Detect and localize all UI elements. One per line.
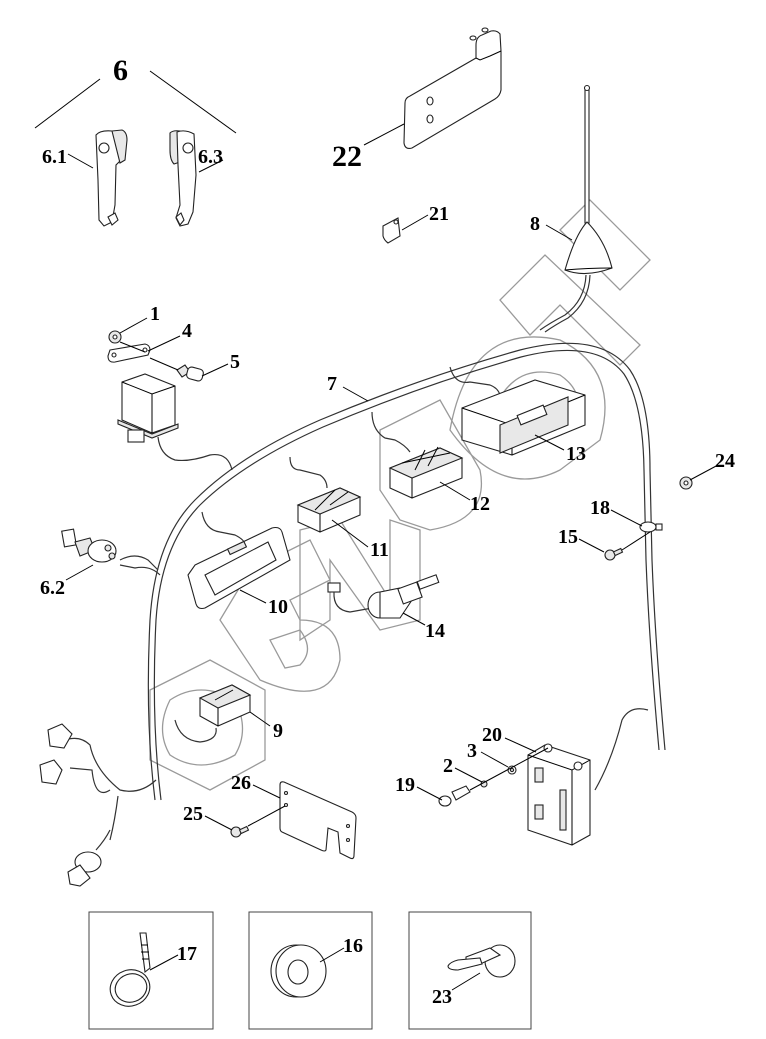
clip-21: 21: [382, 203, 449, 244]
bracket-26-group: 26 25: [183, 772, 357, 860]
callout-26: 26: [231, 772, 251, 794]
callout-6-1: 6.1: [42, 146, 67, 168]
callout-15: 15: [558, 526, 578, 548]
door-handles-group: 6 6.1 6.3: [34, 54, 237, 227]
antenna-8: 8: [530, 84, 613, 333]
callout-20: 20: [482, 724, 502, 746]
callout-11: 11: [370, 539, 389, 561]
inset-box-grommet: 16: [248, 911, 373, 1030]
switch-block-12: 12: [371, 411, 490, 515]
callout-10: 10: [268, 596, 288, 618]
sensor-14: 14: [327, 574, 445, 642]
radio-unit-13: 13: [449, 366, 586, 465]
fuse-box-group: 20 3 2 19: [395, 724, 591, 846]
relay-group: 1 4 5: [107, 303, 240, 471]
callout-6: 6: [113, 54, 128, 87]
callout-2: 2: [443, 755, 453, 777]
callout-18: 18: [590, 497, 610, 519]
callout-14: 14: [425, 620, 445, 642]
door-handle-left-icon: [95, 129, 128, 227]
ignition-lock-6-2: 6.2: [40, 528, 159, 599]
callout-3: 3: [467, 740, 477, 762]
left-connectors: [39, 723, 111, 887]
callout-13: 13: [566, 443, 586, 465]
callout-25: 25: [183, 803, 203, 825]
callout-5: 5: [230, 351, 240, 373]
bracket-22: 22: [332, 27, 502, 173]
callout-12: 12: [470, 493, 490, 515]
callout-1: 1: [150, 303, 160, 325]
callout-24: 24: [715, 450, 735, 472]
callout-6-3: 6.3: [198, 146, 223, 168]
callout-16: 16: [343, 935, 363, 957]
callout-8: 8: [530, 213, 540, 235]
wiring-harness-7: 7: [64, 342, 666, 841]
callout-4: 4: [182, 320, 192, 342]
callout-23: 23: [432, 986, 452, 1008]
callout-22: 22: [332, 140, 362, 173]
watermark: [149, 199, 651, 791]
callout-21: 21: [429, 203, 449, 225]
door-handle-right-icon: [169, 130, 197, 227]
callout-9: 9: [273, 720, 283, 742]
callout-6-2: 6.2: [40, 577, 65, 599]
switch-block-11: 11: [289, 456, 389, 561]
rocker-switch-9: 9: [174, 684, 283, 743]
fasteners-right: 24 18 15: [558, 450, 735, 561]
inset-box-cable-clip: 23: [408, 911, 532, 1030]
display-panel-10: 10: [187, 511, 291, 618]
callout-17: 17: [177, 943, 197, 965]
callout-19: 19: [395, 774, 415, 796]
inset-box-cable-tie: 17: [88, 911, 214, 1030]
callout-7: 7: [327, 373, 337, 395]
